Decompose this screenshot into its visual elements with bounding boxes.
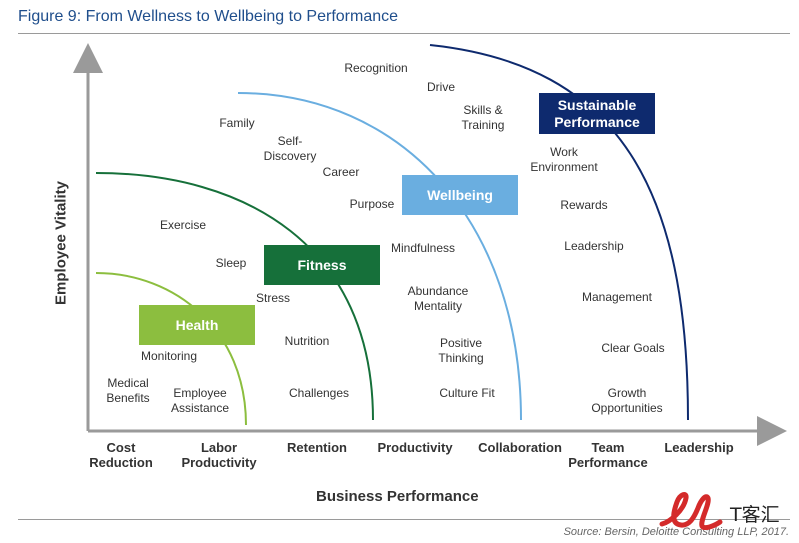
item-label: Sleep (215, 256, 247, 270)
item-label: Exercise (159, 218, 207, 232)
sustainable-performance-label: Sustainable Performance (539, 93, 655, 134)
wellbeing-label: Wellbeing (402, 175, 518, 215)
item-label: Purpose (349, 197, 395, 211)
item-label: Medical Benefits (106, 376, 150, 405)
item-label: Drive (426, 80, 456, 94)
item-label: Growth Opportunities (591, 386, 663, 415)
x-axis-title: Business Performance (316, 488, 479, 505)
x-tick-label: Team Performance (568, 440, 648, 470)
item-label: Employee Assistance (170, 386, 230, 415)
item-label: Mindfulness (390, 241, 456, 255)
item-label: Challenges (288, 386, 350, 400)
y-axis-title: Employee Vitality (52, 181, 70, 305)
fitness-curve (95, 172, 374, 421)
item-label: Skills & Training (461, 103, 505, 132)
item-label: Self- Discovery (263, 134, 317, 163)
item-label: Nutrition (284, 334, 330, 348)
health-label: Health (139, 305, 255, 345)
x-tick-label: Leadership (664, 440, 734, 455)
item-label: Culture Fit (439, 386, 495, 400)
item-label: Recognition (344, 61, 408, 75)
logo-mark-icon (659, 492, 723, 530)
item-label: Abundance Mentality (407, 284, 469, 313)
x-tick-label: Retention (287, 440, 347, 455)
item-label: Work Environment (530, 145, 598, 174)
x-tick-label: Productivity (377, 440, 453, 455)
item-label: Monitoring (140, 349, 198, 363)
item-label: Family (219, 116, 255, 130)
figure-title: Figure 9: From Wellness to Wellbeing to … (18, 8, 399, 25)
source-note: Source: Bersin, Deloitte Consulting LLP,… (563, 526, 789, 538)
item-label: Stress (255, 291, 291, 305)
item-label: Career (322, 165, 360, 179)
item-label: Management (581, 290, 653, 304)
item-label: Positive Thinking (438, 336, 484, 365)
x-tick-label: Cost Reduction (89, 440, 153, 470)
item-label: Clear Goals (601, 341, 665, 355)
x-tick-label: Collaboration (478, 440, 562, 455)
sustainable-performance-curve (429, 44, 689, 421)
logo-text: T客汇 (730, 504, 780, 526)
item-label: Leadership (564, 239, 624, 253)
fitness-label: Fitness (264, 245, 380, 285)
watermark-logo: T客汇 (656, 488, 796, 530)
top-divider (18, 33, 790, 34)
bottom-divider (18, 519, 790, 520)
x-tick-label: Labor Productivity (181, 440, 257, 470)
item-label: Rewards (560, 198, 608, 212)
